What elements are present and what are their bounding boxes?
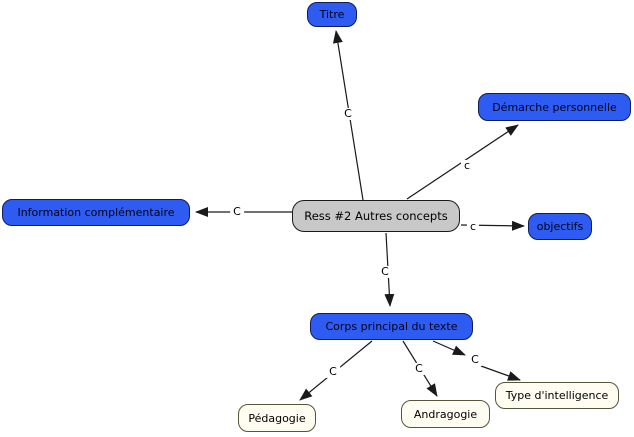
concept-node-central-ress-2-autres-concepts[interactable]: Ress #2 Autres concepts: [292, 200, 460, 232]
link-label-center-information[interactable]: C: [230, 205, 244, 219]
node-label: Andragogie: [413, 407, 478, 421]
link-label-center-objectifs[interactable]: c: [466, 220, 480, 234]
node-label: Titre: [319, 8, 345, 21]
link-label-center-demarche[interactable]: c: [460, 159, 474, 173]
concept-node-titre[interactable]: Titre: [307, 2, 357, 27]
link-label-center-titre[interactable]: C: [341, 107, 355, 121]
concept-node-corps-principal-du-texte[interactable]: Corps principal du texte: [310, 313, 473, 340]
node-label: Type d'intelligence: [505, 389, 609, 402]
node-label: Pédagogie: [248, 411, 306, 425]
concept-node-information-complementaire[interactable]: Information complémentaire: [2, 199, 190, 226]
link-label-center-corps[interactable]: C: [378, 265, 392, 279]
node-label: objectifs: [536, 220, 584, 233]
link-label-corps-andragogie[interactable]: C: [412, 362, 426, 376]
edge-corps-type-seg1: [432, 340, 466, 356]
concept-node-andragogie[interactable]: Andragogie: [401, 400, 490, 428]
concept-node-type-intelligence[interactable]: Type d'intelligence: [495, 382, 619, 409]
node-label: Ress #2 Autres concepts: [304, 209, 448, 223]
concept-node-pedagogie[interactable]: Pédagogie: [238, 404, 316, 432]
edge-corps-type-seg2: [480, 365, 521, 381]
concept-node-objectifs[interactable]: objectifs: [528, 213, 592, 240]
link-label-corps-type-intelligence[interactable]: C: [468, 353, 482, 367]
node-label: Information complémentaire: [17, 206, 175, 219]
node-label: Corps principal du texte: [325, 320, 458, 333]
link-label-corps-pedagogie[interactable]: C: [326, 365, 340, 379]
node-label: Démarche personnelle: [492, 100, 617, 114]
concept-node-demarche-personnelle[interactable]: Démarche personnelle: [478, 93, 631, 121]
